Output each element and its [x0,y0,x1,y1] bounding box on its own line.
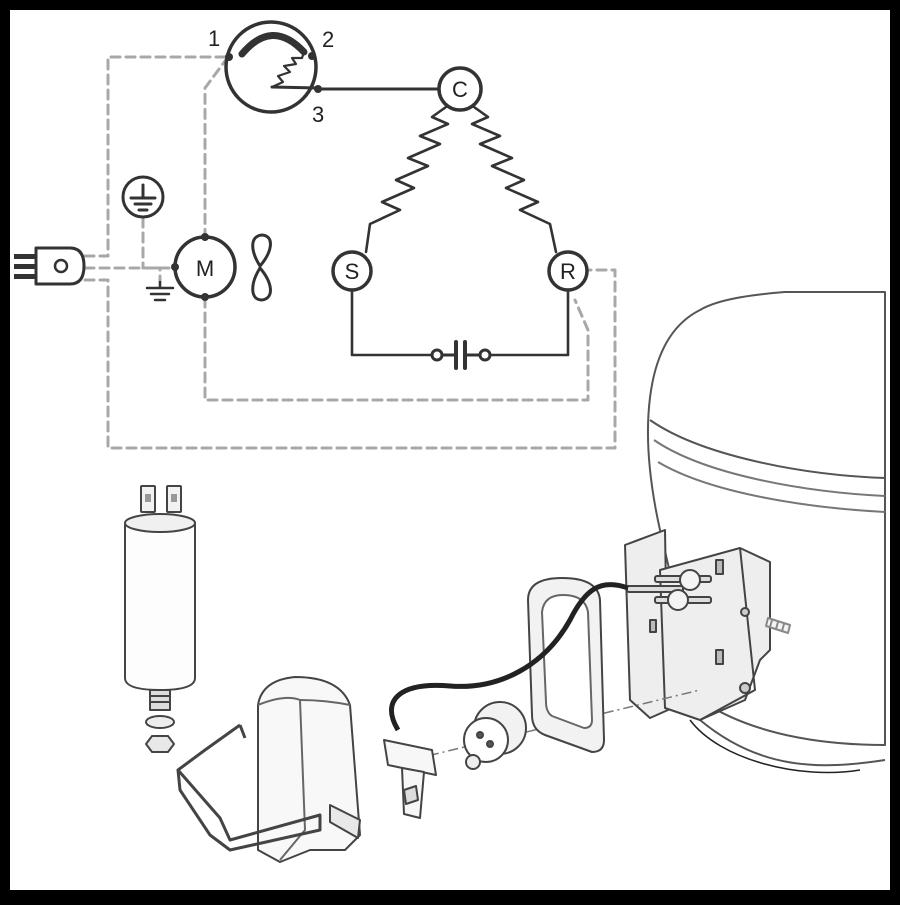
dashed-wiring [83,55,617,450]
fan-blade-icon [251,233,272,302]
compressor-windings [350,105,570,357]
thin-lead [689,719,861,774]
thermostat: 1 2 3 [208,20,334,127]
schematic: M 1 2 3 [14,20,617,450]
start-winding [364,105,450,254]
retaining-clip-end [238,724,247,739]
power-cord [389,582,629,732]
wire-start-to-capacitor [350,288,434,357]
run-capacitor [124,485,196,753]
plug-icon [14,246,86,286]
terminal-common: C [437,66,483,112]
wire-motor-to-run [203,296,590,402]
wire-ground [141,216,162,284]
assembly-axis [389,689,701,766]
wire-plug-to-thermostat-pin1 [83,55,230,258]
terminal-start: S [331,250,373,292]
terminal-start-label: S [345,259,360,284]
thermostat-pin2-label: 2 [322,27,334,52]
thermostat-pin3-label: 3 [312,102,324,127]
fan-motor: M [171,233,237,301]
chassis-ground-icon [145,280,175,302]
capacitor-symbol [430,340,492,370]
parts-illustration [124,291,886,863]
spade-terminal [383,739,437,819]
wire-loop-outer [83,268,617,450]
wire-capacitor-to-run [485,288,570,357]
motor-label: M [196,256,214,281]
terminal-pins [626,569,712,611]
terminal-cover-gasket [527,577,605,753]
run-winding [470,105,558,254]
terminal-run: R [547,250,589,292]
terminal-common-label: C [452,77,468,102]
retaining-clip [176,723,322,852]
screw-icon [765,617,791,634]
wire-thermostat-to-motor [203,55,230,238]
relay-cover [257,676,361,863]
ground-icon [121,175,165,219]
terminal-run-label: R [560,259,576,284]
cord-connector [463,701,527,770]
thermostat-pin1-label: 1 [208,26,220,51]
